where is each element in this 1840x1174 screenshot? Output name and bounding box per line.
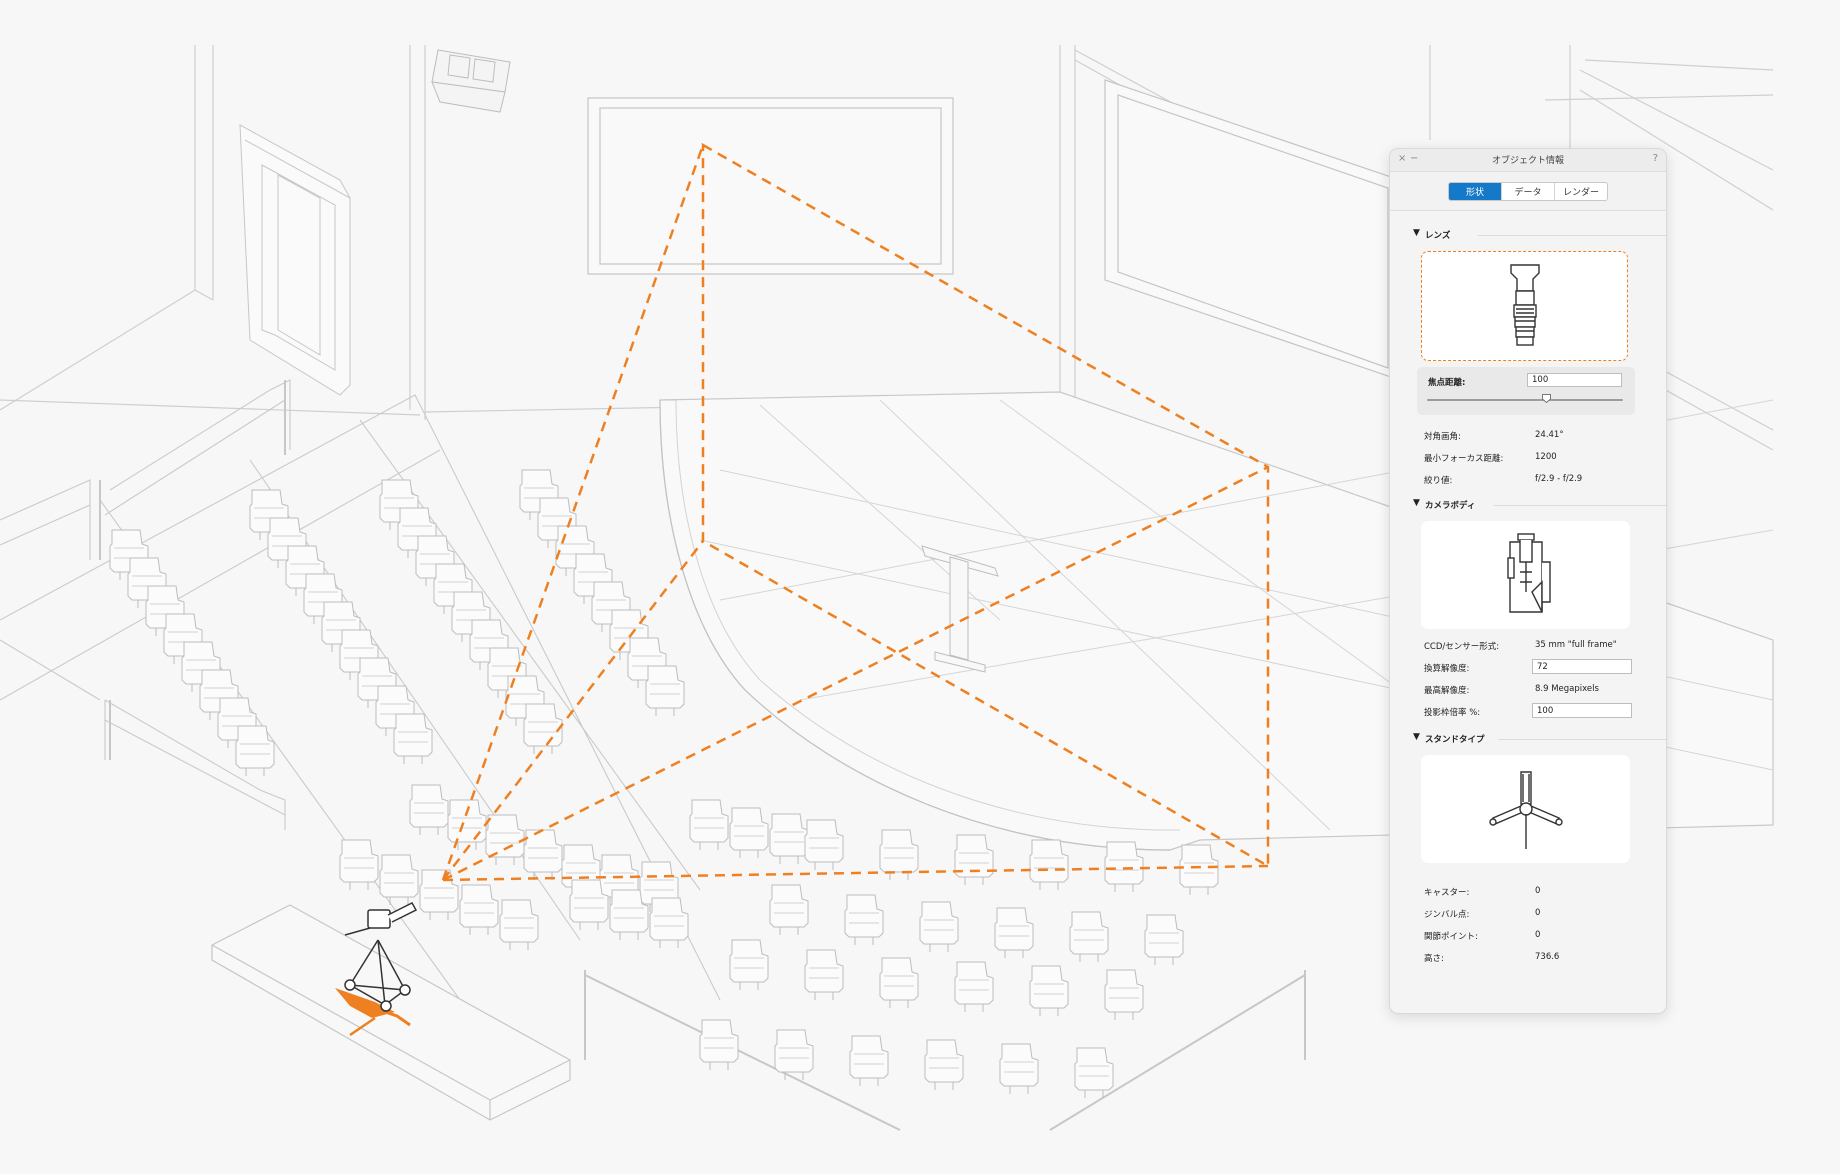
close-icon[interactable]: × [1398,153,1407,164]
tab-data[interactable]: データ [1501,182,1554,200]
help-icon[interactable]: ? [1652,153,1658,164]
prop-row: 高さ: 736.6 [1390,947,1666,969]
casters-value: 0 [1535,886,1541,896]
tab-bar: 形状 データ レンダー [1390,172,1666,211]
slider-thumb-icon[interactable] [1542,394,1552,403]
min-focus-distance-label: 最小フォーカス距離: [1424,454,1504,464]
prop-row: 関節ポイント: 0 [1390,925,1666,947]
camera-body-section: ▼ カメラボディ CCD/センサー形式: 35 mm "full frame" [1390,495,1666,723]
aperture-value: f/2.9 - f/2.9 [1535,474,1583,484]
disclosure-triangle-icon[interactable]: ▼ [1413,732,1420,742]
prop-row: 最高解像度: 8.9 Megapixels [1390,679,1666,701]
prop-row: CCD/センサー形式: 35 mm "full frame" [1390,635,1666,657]
camera-body-icon [1506,533,1551,613]
palette-titlebar[interactable]: × − オブジェクト情報 ? [1390,149,1666,172]
projection-scale-label: 投影枠倍率 %: [1424,708,1481,718]
casters-label: キャスター: [1424,888,1470,898]
lens-icon [1509,264,1540,346]
lens-preview[interactable] [1421,251,1628,361]
angle-of-view-label: 対角画角: [1424,432,1461,442]
disclosure-triangle-icon[interactable]: ▼ [1413,498,1420,508]
prop-row: キャスター: 0 [1390,881,1666,903]
joint-points-value: 0 [1535,930,1541,940]
stand-type-section-title: スタンドタイプ [1425,735,1485,745]
lens-section: ▼ レンズ 焦点距離: 100 [1390,225,1666,491]
palette-title: オブジェクト情報 [1491,156,1564,166]
prop-row: 換算解像度: 72 [1390,657,1666,679]
camera-on-tripod[interactable] [335,902,418,1037]
object-info-palette[interactable]: × − オブジェクト情報 ? 形状 データ レンダー ▼ レンズ [1389,148,1667,1014]
gimbal-points-value: 0 [1535,908,1541,918]
sensor-format-label: CCD/センサー形式: [1424,642,1500,652]
tab-shape[interactable]: 形状 [1449,182,1501,200]
focal-length-input[interactable]: 100 [1527,373,1622,387]
door [239,124,351,396]
min-focus-distance-value: 1200 [1535,452,1557,462]
gimbal-points-label: ジンバル点: [1424,910,1470,920]
focal-length-control: 焦点距離: 100 [1417,367,1635,415]
tripod-icon [1488,771,1563,849]
height-value: 736.6 [1535,952,1560,962]
angle-of-view-value: 24.41° [1535,430,1564,440]
camera-frustum[interactable] [441,142,1270,882]
joint-points-label: 関節ポイント: [1424,932,1478,942]
section-divider [1494,505,1666,506]
lectern [921,545,999,673]
prop-row: 最小フォーカス距離: 1200 [1390,447,1666,469]
resolution-input[interactable]: 72 [1532,659,1632,674]
railings [99,380,1306,1131]
focal-length-label: 焦点距離: [1428,378,1466,388]
ceiling-projector [431,49,511,113]
camera-body-section-title: カメラボディ [1425,501,1476,511]
max-resolution-value: 8.9 Megapixels [1535,684,1599,694]
height-label: 高さ: [1424,954,1444,964]
stand-type-section-header[interactable]: ▼ スタンドタイプ [1390,729,1666,749]
section-divider [1498,739,1666,740]
prop-row: 投影枠倍率 %: 100 [1390,701,1666,723]
prop-row: ジンバル点: 0 [1390,903,1666,925]
camera-body-section-header[interactable]: ▼ カメラボディ [1390,495,1666,515]
section-divider [1478,235,1666,236]
stand-type-section: ▼ スタンドタイプ キャスター: 0 [1390,729,1666,969]
aperture-label: 絞り値: [1424,476,1453,486]
max-resolution-label: 最高解像度: [1424,686,1470,696]
tab-render[interactable]: レンダー [1554,182,1607,200]
stand-preview[interactable] [1421,755,1630,863]
projection-scale-input[interactable]: 100 [1532,703,1632,718]
prop-row: 対角画角: 24.41° [1390,425,1666,447]
minimize-icon[interactable]: − [1410,153,1419,164]
lens-section-title: レンズ [1425,231,1451,241]
lens-section-header[interactable]: ▼ レンズ [1390,225,1666,245]
camera-body-preview[interactable] [1421,521,1630,629]
resolution-label: 換算解像度: [1424,664,1470,674]
sensor-format-value: 35 mm "full frame" [1535,640,1617,650]
projection-screen [587,97,954,275]
prop-row: 絞り値: f/2.9 - f/2.9 [1390,469,1666,491]
focal-length-slider[interactable] [1427,394,1623,403]
disclosure-triangle-icon[interactable]: ▼ [1413,228,1420,238]
